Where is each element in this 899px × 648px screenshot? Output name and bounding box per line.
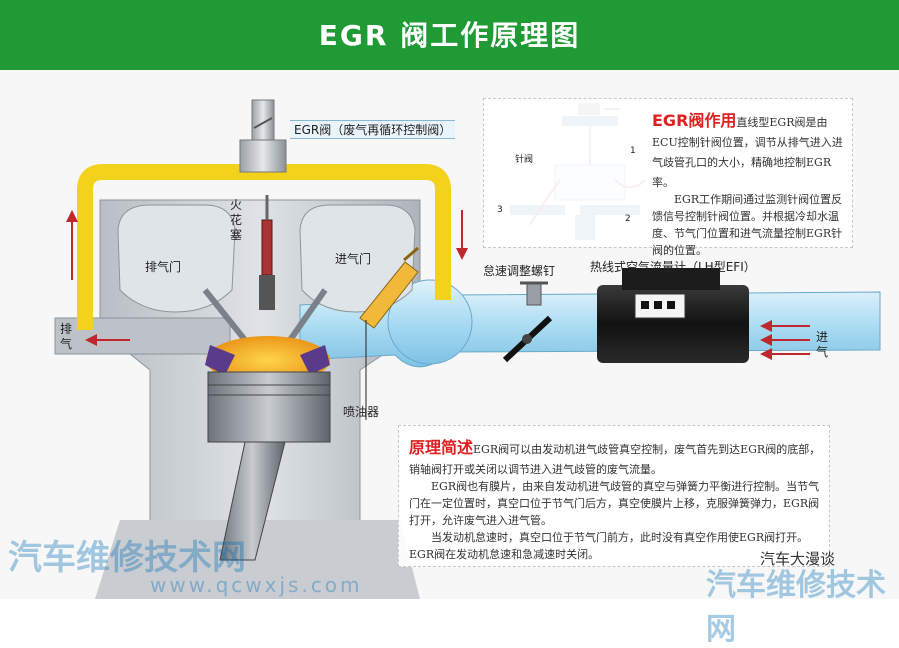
page-title: EGR 阀工作原理图: [318, 19, 581, 52]
watermark-left-text: 汽车维修技术网: [8, 538, 246, 578]
watermark-right-brand: 汽车大漫谈: [760, 550, 836, 568]
idle-adjust-screw: [520, 281, 548, 306]
mini-diagram-num-1: 1: [630, 146, 636, 156]
fuel-injector: [359, 246, 419, 420]
egr-function-title: EGR阀作用: [652, 111, 737, 130]
piston: [207, 371, 331, 561]
principle-title: 原理简述: [409, 438, 474, 457]
mini-diagram-num-3: 3: [497, 205, 503, 215]
egr-function-text-2: EGR工作期间通过监测针阀位置反馈信号控制针阀位置。并根据冷却水温度、节气门位置…: [652, 193, 843, 257]
intake-side-label: 进气: [815, 330, 828, 359]
principle-box: 原理简述EGR阀可以由发动机进气歧管真空控制，废气首先到达EGR阀的底部，销轴阀…: [398, 425, 830, 567]
throttle-plate: [502, 315, 553, 363]
engine-illustration: [54, 99, 881, 599]
egr-valve-body: [239, 99, 287, 173]
header-bar: EGR 阀工作原理图: [0, 0, 899, 70]
principle-text-1: EGR阀可以由发动机进气歧管真空控制，废气首先到达EGR阀的底部，销轴阀打开或关…: [409, 443, 821, 476]
exhaust-port: [54, 317, 231, 355]
maf-sensor: [597, 268, 749, 363]
idle-screw-label: 怠速调整螺钉: [483, 264, 556, 278]
egr-valve-label: EGR阀（废气再循环控制阀）: [290, 120, 456, 139]
mini-diagram-num-2: 2: [625, 214, 631, 224]
injector-label: 喷油器: [343, 405, 380, 419]
intake-valve-label: 进气门: [335, 252, 372, 266]
egr-function-text-1: 直线型EGR阀是由ECU控制针阀位置，调节从排气进入进气歧管孔口的大小，精确地控…: [652, 116, 843, 189]
exhaust-valve-label: 排气门: [145, 260, 182, 274]
principle-text-3: 当发动机怠速时，真空口位于节气门前方，此时没有真空作用使EGR阀打开。EGR阀在…: [409, 531, 809, 561]
spark-plug: [259, 195, 275, 310]
maf-sensor-label: 热线式空气流量计（LH型EFI）: [590, 260, 756, 274]
egr-function-box: EGR阀作用直线型EGR阀是由ECU控制针阀位置，调节从排气进入进气歧管孔口的大…: [483, 98, 853, 257]
watermark-right-text: 汽车维修技术网: [706, 568, 886, 647]
exhaust-valve-chamber: [117, 204, 248, 342]
flow-arrows: [66, 210, 810, 360]
spark-plug-label: 火花塞: [229, 198, 242, 242]
principle-text-2: EGR阀也有膜片，由来自发动机进气歧管的真空与弹簧力平衡进行控制。当节气门在一定…: [409, 480, 820, 527]
exhaust-side-label: 排气: [59, 322, 72, 351]
needle-valve-label: 针阀: [515, 155, 534, 165]
watermark-left-url: www.qcwxjs.com: [150, 573, 363, 597]
